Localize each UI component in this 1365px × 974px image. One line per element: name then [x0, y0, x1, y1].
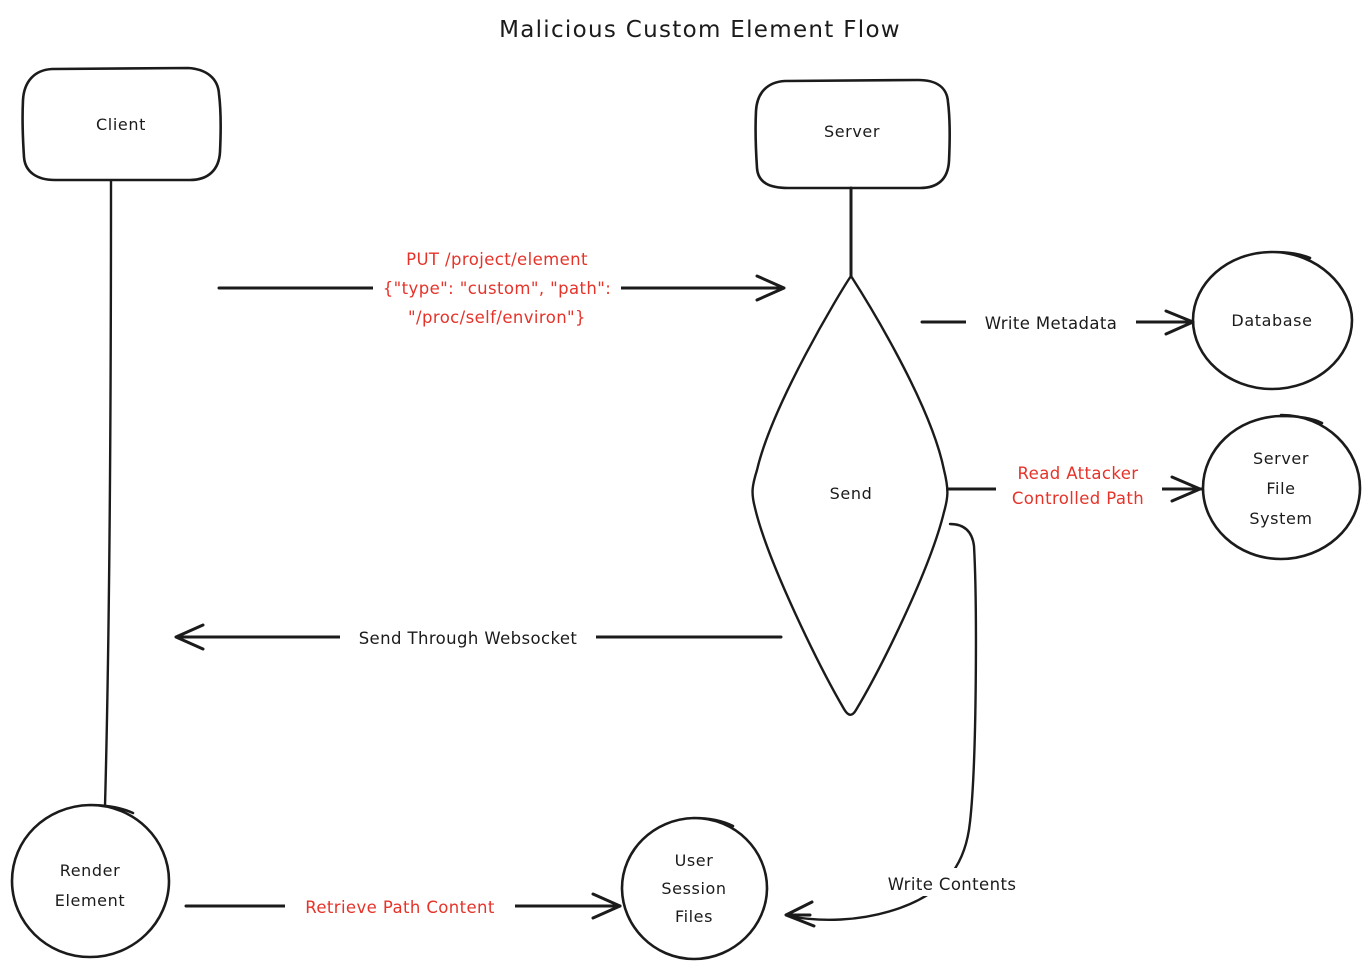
render-element-label-line2: Element: [55, 891, 125, 910]
edge-retrieve-path-content: Retrieve Path Content: [184, 892, 622, 920]
write-contents-curve: [786, 522, 978, 921]
node-server[interactable]: Server: [754, 78, 951, 190]
put-element-label-line2: {"type": "custom", "path":: [383, 279, 611, 298]
write-metadata-arrowhead: [1164, 309, 1195, 336]
read-attacker-path-arrowhead: [1170, 475, 1202, 503]
read-attacker-path-label-line2: Controlled Path: [1012, 489, 1144, 508]
send-websocket-label: Send Through Websocket: [359, 629, 578, 648]
node-database[interactable]: Database: [1191, 250, 1354, 391]
node-send[interactable]: Send: [751, 274, 949, 716]
database-shape: [1191, 250, 1354, 391]
user-session-files-label-line2: Session: [661, 879, 726, 898]
user-session-files-shape: [620, 816, 769, 961]
database-label: Database: [1231, 311, 1312, 330]
put-element-label-line3: "/proc/self/environ"}: [408, 308, 586, 327]
node-render-element[interactable]: Render Element: [10, 803, 171, 959]
read-attacker-path-label-line1: Read Attacker: [1018, 464, 1139, 483]
send-label: Send: [830, 484, 873, 503]
server-file-system-label-line3: System: [1249, 509, 1312, 528]
edge-client-to-render-element: [103, 179, 113, 808]
client-render-line: [103, 179, 113, 808]
edge-put-project-element: PUT /project/element {"type": "custom", …: [217, 246, 786, 327]
send-websocket-label-bg: [340, 623, 596, 651]
edge-read-attacker-controlled-path: Read Attacker Controlled Path: [946, 455, 1204, 511]
client-shape: [21, 66, 222, 182]
write-metadata-label: Write Metadata: [985, 314, 1118, 333]
send-shape: [751, 274, 949, 716]
client-label: Client: [96, 115, 146, 134]
edge-send-through-websocket: Send Through Websocket: [174, 623, 783, 651]
write-contents-arrowhead: [784, 900, 816, 928]
render-element-label-line1: Render: [60, 861, 121, 880]
send-websocket-arrowhead: [174, 623, 205, 651]
put-element-label-bg: [373, 246, 621, 316]
write-contents-label-bg: [870, 868, 1034, 896]
server-file-system-label-line1: Server: [1253, 449, 1309, 468]
node-server-file-system[interactable]: Server File System: [1201, 413, 1362, 561]
retrieve-path-label-bg: [285, 892, 515, 920]
retrieve-path-arrowhead: [591, 892, 622, 920]
retrieve-path-label: Retrieve Path Content: [305, 898, 495, 917]
put-element-arrowhead: [755, 274, 786, 302]
server-file-system-shape: [1201, 413, 1362, 561]
user-session-files-label-line1: User: [675, 851, 714, 870]
node-user-session-files[interactable]: User Session Files: [620, 816, 769, 961]
page-title: Malicious Custom Element Flow: [499, 17, 901, 43]
write-metadata-label-bg: [966, 308, 1136, 336]
server-label: Server: [824, 122, 880, 141]
node-client[interactable]: Client: [21, 66, 222, 182]
render-element-shape: [10, 803, 171, 959]
server-shape: [754, 78, 951, 190]
write-contents-label: Write Contents: [888, 875, 1017, 894]
edge-write-contents: Write Contents: [784, 522, 1034, 928]
user-session-files-label-line3: Files: [675, 907, 713, 926]
put-element-label-line1: PUT /project/element: [406, 250, 588, 269]
server-file-system-label-line2: File: [1266, 479, 1295, 498]
read-attacker-path-label-bg: [996, 455, 1162, 511]
edge-write-metadata: Write Metadata: [920, 308, 1195, 336]
